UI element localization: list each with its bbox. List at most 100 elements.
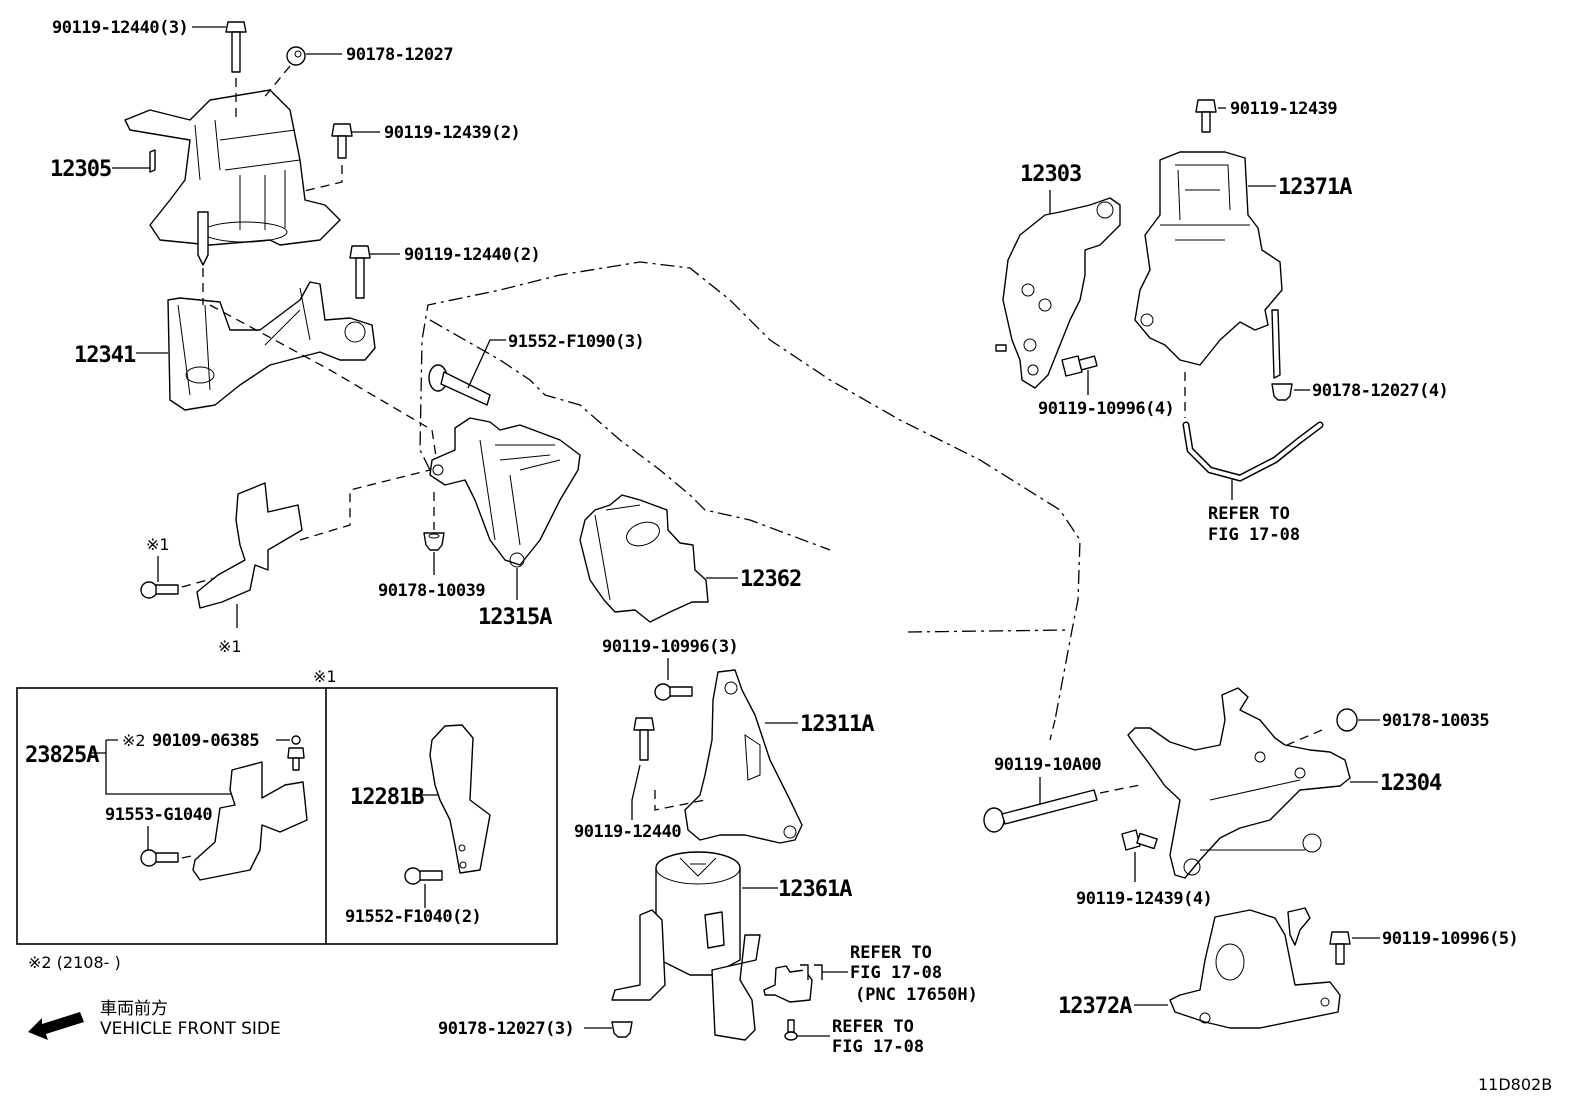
label-90178-10039: 90178-10039 — [378, 581, 485, 601]
label-90119-10996-5: 90119-10996(5) — [1382, 929, 1518, 949]
label-90178-12027: 90178-12027 — [346, 45, 453, 65]
bolt-90119-12439-2[interactable] — [331, 123, 353, 159]
note2-text: ※2 (2108- ) — [28, 953, 121, 972]
refer-hose-line2: FIG 17-08 — [1208, 525, 1300, 545]
box-note1-mark: ※1 — [313, 667, 337, 686]
refer-screw-line1: REFER TO — [832, 1017, 914, 1037]
note1-box — [16, 687, 558, 945]
nut-90178-10039[interactable] — [423, 532, 445, 551]
label-12311A: 12311A — [800, 712, 874, 737]
bolt-note1[interactable] — [140, 581, 179, 599]
part-12281B[interactable] — [429, 724, 491, 874]
label-12362: 12362 — [740, 567, 801, 592]
label-90119-12440-2: 90119-12440(2) — [404, 245, 540, 265]
label-bolt-note1: ※1 — [146, 535, 170, 554]
nut-90178-12027-4[interactable] — [1271, 383, 1293, 401]
label-90119-12439: 90119-12439 — [1230, 99, 1337, 119]
label-12304: 12304 — [1380, 771, 1442, 796]
part-12371A[interactable] — [1134, 151, 1283, 379]
direction-japanese: 車両前方 — [100, 999, 168, 1019]
label-91552-F1090-3: 91552-F1090(3) — [508, 332, 644, 352]
label-12372A: 12372A — [1058, 994, 1132, 1019]
dash-bolt-note1 — [181, 577, 216, 588]
dash-12341-12315A — [209, 304, 439, 471]
refer-sensor-line1: REFER TO — [850, 943, 932, 963]
refer-sensor-pnc: (PNC 17650H) — [855, 985, 978, 1005]
part-12305[interactable] — [124, 89, 341, 266]
nut-90178-12027-3[interactable] — [611, 1021, 633, 1038]
bolt-90119-12440[interactable] — [633, 717, 655, 761]
refer-hose-line1: REFER TO — [1208, 504, 1290, 524]
label-90119-12440: 90119-12440 — [574, 822, 681, 842]
bolt-90119-12439[interactable] — [1195, 99, 1217, 133]
part-12304[interactable] — [1127, 687, 1351, 879]
dash-bolt-91553 — [181, 854, 197, 859]
engine-phantom-lower — [907, 629, 1071, 633]
bolt-90119-10A00[interactable] — [983, 789, 1098, 833]
part-12315A[interactable] — [429, 417, 581, 568]
dash-nut-10035 — [1286, 729, 1323, 746]
dash-bolt-10A00 — [1099, 784, 1141, 794]
bolt-91553-G1040[interactable] — [140, 849, 179, 867]
vehicle-front-arrow-icon — [28, 1012, 84, 1040]
dash-bolt-12439-2 — [299, 165, 343, 193]
leader-91552-F1090-3 — [467, 339, 506, 389]
refer-sensor-line2: FIG 17-08 — [850, 963, 942, 983]
label-91553-G1040: 91553-G1040 — [105, 805, 212, 825]
bolt-91552-F1090-3[interactable] — [428, 364, 491, 406]
dash-bolt-12440-12311A — [654, 790, 706, 811]
label-90119-10A00: 90119-10A00 — [994, 755, 1101, 775]
nut-90178-12027[interactable] — [286, 46, 306, 66]
label-bracket-note1: ※1 — [218, 637, 242, 656]
label-90119-10996-3: 90119-10996(3) — [602, 637, 738, 657]
label-12371A: 12371A — [1278, 175, 1352, 200]
stud-90109-06385[interactable] — [287, 735, 305, 771]
part-12372A[interactable] — [1169, 907, 1341, 1029]
label-12341: 12341 — [74, 343, 136, 368]
label-12315A: 12315A — [478, 605, 552, 630]
bolt-90119-12439-4[interactable] — [1121, 829, 1158, 851]
label-12281B: 12281B — [350, 785, 424, 810]
engine-phantom-outline — [419, 261, 1081, 721]
label-12303: 12303 — [1020, 162, 1081, 187]
dash-nut-12305 — [261, 65, 291, 101]
screw-part[interactable] — [784, 1019, 798, 1041]
label-90178-12027-3: 90178-12027(3) — [438, 1019, 574, 1039]
part-12361A[interactable] — [611, 851, 761, 1041]
bolt-91552-F1040-2[interactable] — [404, 867, 443, 885]
sensor-part[interactable] — [763, 964, 823, 1003]
label-12361A: 12361A — [778, 877, 852, 902]
direction-english: VEHICLE FRONT SIDE — [100, 1019, 281, 1039]
nut-90178-10035[interactable] — [1336, 708, 1358, 732]
label-90119-12440-3: 90119-12440(3) — [52, 18, 188, 38]
part-12303[interactable] — [995, 197, 1121, 389]
label-23825A: 23825A — [25, 743, 99, 768]
part-12341[interactable] — [167, 281, 376, 411]
part-23825A[interactable] — [192, 761, 308, 881]
hose-inner — [1184, 423, 1322, 481]
bolt-90119-10996-3[interactable] — [654, 683, 693, 701]
label-90109-06385: 90109-06385 — [152, 731, 259, 751]
label-12305: 12305 — [50, 157, 111, 182]
label-91552-F1040-2: 91552-F1040(2) — [345, 907, 481, 927]
leader-90119-12440 — [631, 764, 641, 820]
bolt-90119-12440-2[interactable] — [349, 245, 371, 299]
diagram-code: 11D802B — [1478, 1075, 1552, 1094]
label-90119-10996-4: 90119-10996(4) — [1038, 399, 1174, 419]
dash-bracket-note1 — [299, 469, 431, 541]
engine-phantom-inner — [429, 319, 831, 551]
bolt-90119-12440-3[interactable] — [225, 21, 247, 73]
dash-engine-12304 — [1049, 719, 1056, 741]
part-12311A[interactable] — [684, 669, 803, 844]
label-90178-12027-4: 90178-12027(4) — [1312, 381, 1448, 401]
bolt-90119-10996-4[interactable] — [1061, 355, 1098, 377]
refer-screw-line2: FIG 17-08 — [832, 1037, 924, 1057]
part-12362[interactable] — [579, 494, 709, 623]
label-90119-12439-4: 90119-12439(4) — [1076, 889, 1212, 909]
label-90178-10035: 90178-10035 — [1382, 711, 1489, 731]
label-90109-06385-mark: ※2 — [122, 731, 146, 750]
bracket-note1[interactable] — [196, 482, 303, 609]
label-90119-12439-2: 90119-12439(2) — [384, 123, 520, 143]
bolt-90119-10996-5[interactable] — [1329, 931, 1351, 965]
